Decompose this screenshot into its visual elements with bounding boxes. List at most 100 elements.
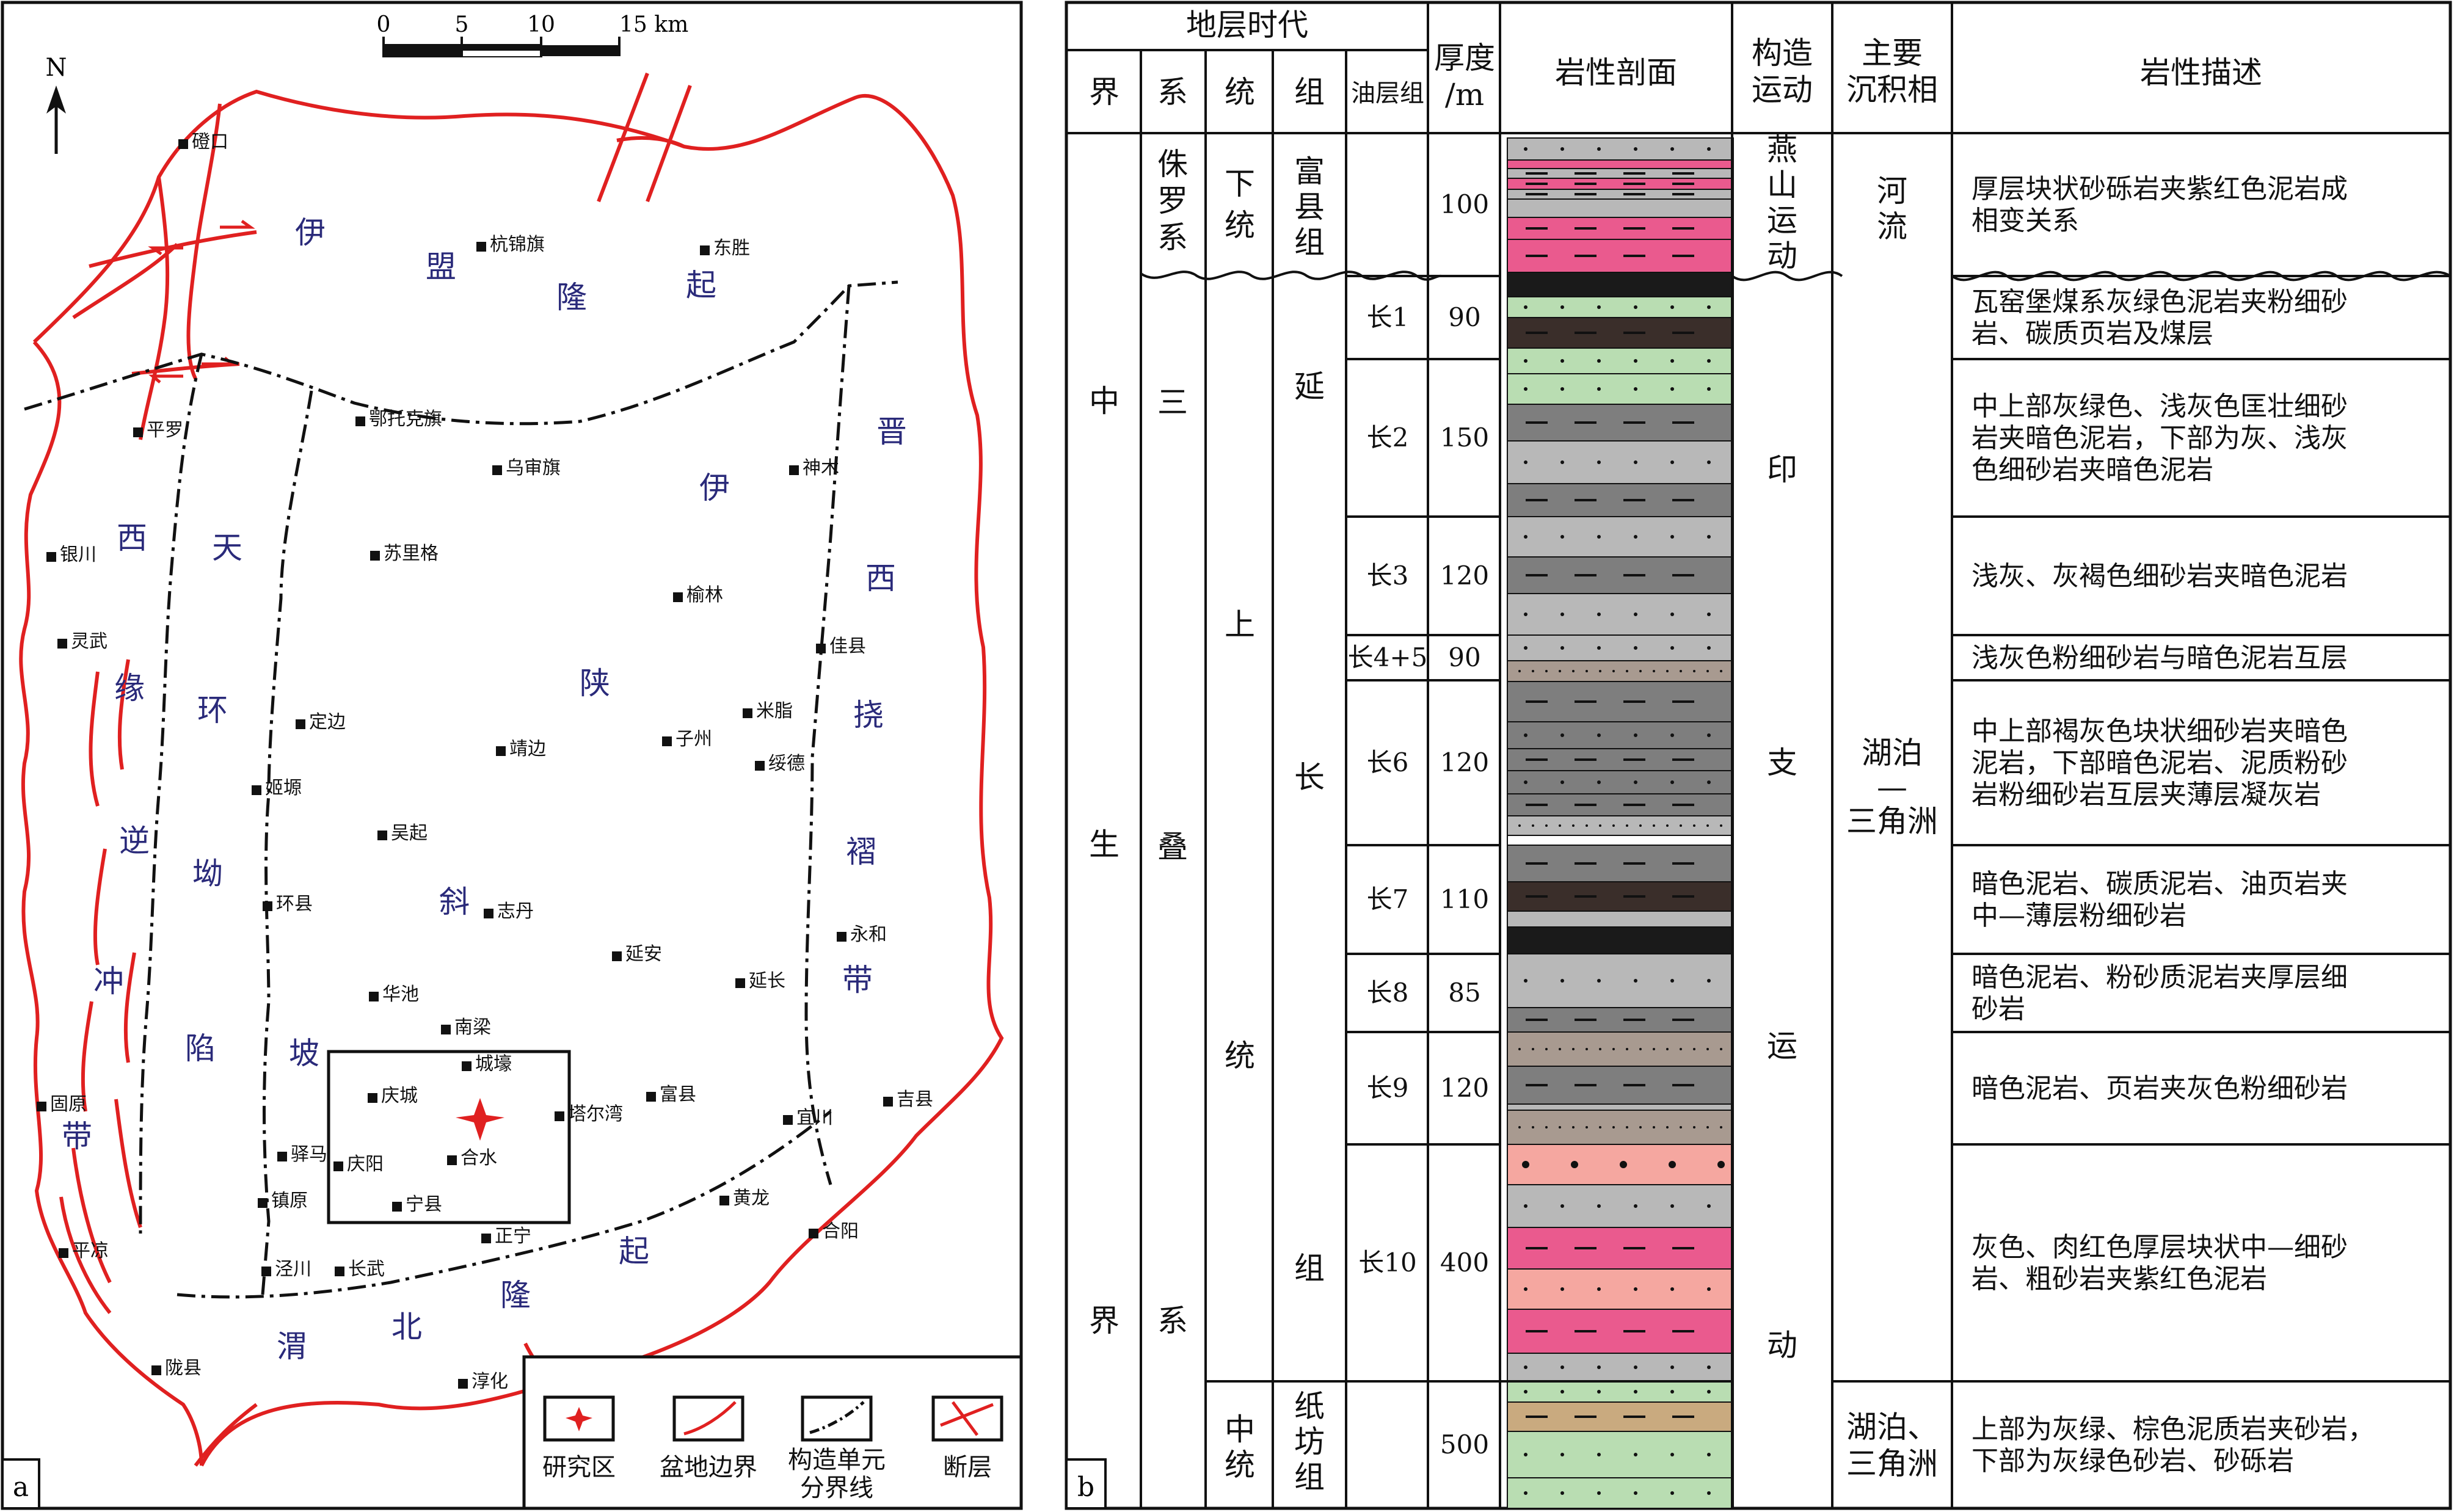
thickness-value: 500	[1440, 1430, 1489, 1459]
city-label: 宜川	[796, 1107, 833, 1129]
city-label: 磴口	[192, 131, 228, 153]
description-line: 暗色泥岩、碳质泥岩、油页岩夹	[1972, 868, 2348, 900]
city-label: 固原	[50, 1094, 87, 1115]
facies-river-1: 河	[1877, 173, 1907, 209]
unit-label: 环	[197, 692, 228, 728]
lithology-layer	[1507, 1381, 1734, 1403]
city-marker: 姬塬	[252, 777, 302, 799]
study-area-box	[327, 1050, 571, 1224]
oil-group-label: 长7	[1367, 884, 1409, 914]
city-marker: 正宁	[481, 1226, 531, 1247]
lithology-layer	[1507, 721, 1734, 749]
strat-vertical-labels: 中 生 界 侏 罗 系 三 叠 系 下 统 上 统 中 统 富 县 组 延 长 …	[1089, 132, 1938, 1495]
city-label: 榆林	[686, 584, 723, 606]
city-label: 黄龙	[733, 1188, 770, 1209]
description-line: 上部为灰绿、棕色泥质岩夹砂岩，	[1972, 1414, 2375, 1445]
lithology-layer	[1507, 835, 1734, 846]
city-label: 延安	[625, 943, 662, 965]
series-middle-2: 统	[1225, 1447, 1255, 1483]
lithology-layer	[1507, 347, 1734, 374]
oil-group-label: 长8	[1367, 978, 1409, 1008]
thickness-value: 400	[1440, 1248, 1489, 1278]
header-tectonic: 构造	[1752, 35, 1813, 71]
city-label: 驿马	[291, 1144, 327, 1165]
unit-label: 隆	[556, 280, 587, 315]
city-label: 银川	[60, 544, 96, 565]
description-line: 岩、粗砂岩夹紫红色泥岩	[1972, 1263, 2267, 1295]
jurassic-char-2: 罗	[1157, 183, 1188, 219]
scale-bar: 0 5 10 15 km	[377, 12, 688, 57]
unit-label: 渭	[277, 1329, 307, 1364]
description-line: 岩夹暗色泥岩，下部为灰、浅灰	[1972, 423, 2348, 454]
scale-tick-5: 5	[455, 12, 469, 37]
city-marker: 合阳	[809, 1221, 859, 1242]
unit-label: 陷	[185, 1031, 216, 1066]
city-marker: 银川	[46, 544, 96, 565]
thickness-value: 90	[1448, 302, 1480, 332]
series-lower-2: 统	[1225, 208, 1255, 243]
zhifang-char-1: 纸	[1294, 1389, 1325, 1424]
yanchang-char-2: 长	[1294, 760, 1325, 795]
lithology-layer	[1507, 953, 1734, 1008]
city-marker: 神木	[789, 457, 839, 479]
unit-label: 冲	[93, 964, 124, 999]
city-label: 陇县	[165, 1358, 202, 1379]
city-marker: 驿马	[277, 1144, 327, 1165]
facies-lake-1: 湖泊	[1862, 735, 1923, 771]
city-label: 长武	[348, 1259, 385, 1280]
city-label: 姬塬	[265, 777, 302, 799]
zhifang-char-3: 组	[1294, 1459, 1325, 1495]
header-erathem: 界	[1089, 75, 1120, 110]
lithology-layer	[1507, 634, 1734, 661]
header-age: 地层时代	[1186, 7, 1308, 43]
lithology-layer	[1507, 660, 1734, 682]
city-marker: 南梁	[441, 1017, 491, 1038]
city-label: 佳县	[829, 636, 866, 657]
city-marker: 志丹	[484, 901, 534, 922]
lithology-layer	[1507, 593, 1734, 636]
unit-label: 天	[212, 530, 242, 565]
oil-group-label: 长4+5	[1348, 642, 1428, 672]
city-marker: 平罗	[133, 420, 183, 441]
city-marker: 固原	[37, 1094, 87, 1115]
header-facies-2: 沉积相	[1846, 72, 1938, 107]
header-thickness-unit: /m	[1445, 77, 1484, 112]
lithology-layer	[1507, 1477, 1734, 1509]
unit-label: 坡	[289, 1036, 319, 1071]
unit-label: 缘	[114, 671, 145, 706]
map-frame	[1, 1, 1023, 1510]
thickness-value: 85	[1448, 978, 1480, 1008]
description-line: 暗色泥岩、页岩夹灰色粉细砂岩	[1972, 1073, 2348, 1104]
city-label: 米脂	[756, 700, 793, 722]
city-marker: 绥德	[755, 753, 805, 774]
header-oil-group: 油层组	[1351, 79, 1424, 107]
strat-panel: 地层时代 界 系 统 组 油层组 厚度 /m 岩性剖面 构造 运动 主要 沉积相…	[1065, 1, 2452, 1510]
city-label: 平罗	[147, 420, 183, 441]
header-description: 岩性描述	[2140, 55, 2262, 90]
city-marker: 靖边	[496, 738, 546, 760]
erathem-char-3: 界	[1089, 1303, 1120, 1339]
lithology-layer	[1507, 137, 1734, 161]
unit-label: 起	[686, 267, 716, 303]
description-line: 暗色泥岩、粉砂质泥岩夹厚层细	[1972, 962, 2348, 993]
erathem-char-2: 生	[1089, 827, 1120, 862]
city-label: 志丹	[497, 901, 534, 922]
oil-group-label: 长10	[1358, 1248, 1416, 1278]
fuxian-char-3: 组	[1294, 225, 1325, 260]
unit-label: 西	[865, 561, 896, 596]
lithology-layer	[1507, 440, 1734, 484]
yanshan-char-2: 山	[1767, 167, 1797, 203]
city-label: 子州	[675, 729, 712, 750]
description-line: 中上部灰绿色、浅灰色匡壮细砂	[1972, 391, 2348, 422]
lithology-layer	[1507, 770, 1734, 794]
city-marker: 磴口	[178, 131, 228, 153]
city-label: 延长	[749, 970, 785, 992]
city-label: 东胜	[713, 238, 750, 259]
city-marker: 镇原	[258, 1190, 308, 1212]
series-lower-1: 下	[1225, 166, 1255, 202]
city-marker: 城壕	[462, 1053, 512, 1075]
